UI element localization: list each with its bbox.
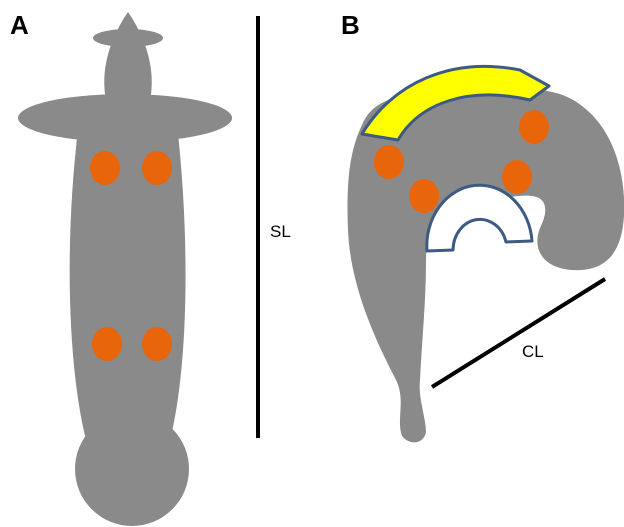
spot [374, 145, 404, 179]
curled-larva-body [348, 89, 624, 443]
spot [502, 160, 532, 194]
panel-b-label: B [341, 10, 360, 40]
sl-label: SL [270, 222, 291, 241]
spot [142, 151, 172, 185]
spot [409, 179, 439, 213]
cl-label: CL [522, 342, 544, 361]
spot [142, 327, 172, 361]
larva-trunk [70, 100, 186, 440]
panel-a-label: A [10, 10, 29, 40]
straight-larva-body [18, 12, 232, 526]
larva-tail-disc [75, 412, 189, 526]
spot [519, 110, 549, 144]
spot [90, 151, 120, 185]
larva-head [104, 12, 151, 100]
panel-b: B CL [341, 10, 624, 442]
larva-eye-band [93, 29, 163, 47]
cl-measure-line [432, 279, 605, 387]
spot [92, 327, 122, 361]
panel-a: A SL [10, 10, 291, 526]
